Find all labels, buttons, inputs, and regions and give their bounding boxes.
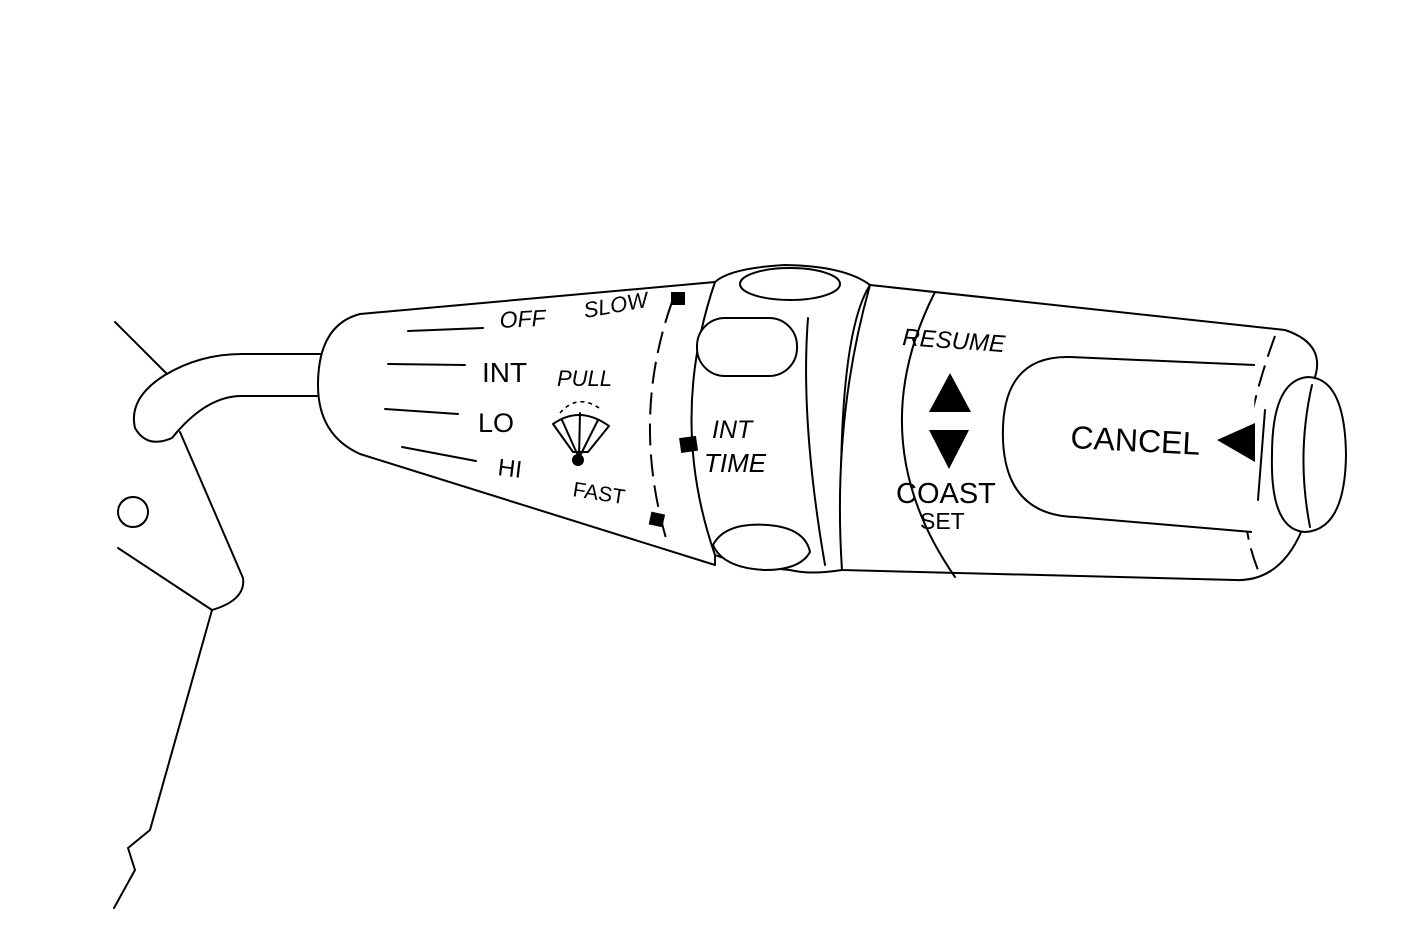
grip-middle [696,317,798,377]
grip-bottom [712,523,811,571]
triangle-down-icon [929,430,969,469]
mounting-hole-icon [117,496,149,528]
set-label: SET [920,508,965,534]
int-time-label-line2: TIME [704,448,767,478]
end-cap [1270,376,1347,533]
column-bracket [113,321,245,909]
wiper-stalk-body [317,281,716,566]
position-hi-label: HI [496,454,523,484]
wiper-icon [552,400,610,466]
fast-marker-icon [648,511,666,528]
int-time-label-line1: INT [712,416,754,444]
int-time-marker-icon [679,435,699,454]
triangle-left-icon [1217,423,1255,462]
position-int-label: INT [482,357,527,388]
slow-marker-icon [671,292,685,305]
grip-top [739,267,841,301]
int-time-ring [690,264,871,574]
cancel-label: CANCEL [1070,419,1202,462]
position-lo-label: LO [478,408,514,438]
position-off-label: OFF [499,305,548,333]
triangle-up-icon [929,373,971,412]
coast-label: COAST [896,478,996,510]
cancel-button-surface [1001,355,1256,533]
pull-label: PULL [557,366,612,391]
lever-arm [132,353,331,443]
